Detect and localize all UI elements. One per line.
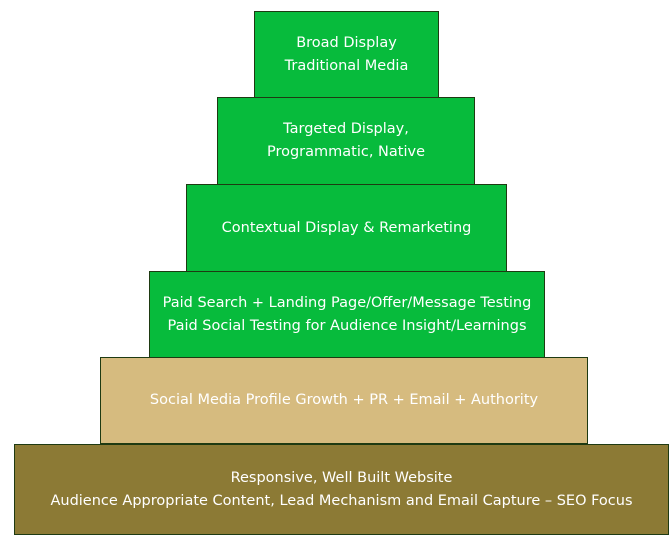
pyramid-tier-social-media-growth: Social Media Profile Growth + PR + Email… [100,357,588,444]
tier-label-line: Contextual Display & Remarketing [221,219,472,236]
tier-label-line: Programmatic, Native [266,144,426,160]
pyramid-tier-broad-display: Broad Display Traditional Media [254,11,439,98]
pyramid-tier-paid-search-social: Paid Search + Landing Page/Offer/Message… [149,271,545,358]
tier-label-line: Responsive, Well Built Website [230,469,453,486]
tier-label-line: Paid Social Testing for Audience Insight… [167,317,527,334]
pyramid-tier-targeted-display: Targeted Display, Programmatic, Native [217,97,475,185]
tier-label-line: Audience Appropriate Content, Lead Mecha… [50,492,633,509]
tier-label-line: Social Media Profile Growth + PR + Email… [149,392,539,408]
pyramid-tier-website-foundation: Responsive, Well Built Website Audience … [14,444,669,535]
tier-label-line: Broad Display [296,34,397,51]
tier-label-line: Traditional Media [284,57,409,74]
tier-label-line: Paid Search + Landing Page/Offer/Message… [162,294,532,311]
pyramid-tier-contextual-display: Contextual Display & Remarketing [186,184,507,272]
tier-label-line: Targeted Display, [283,121,409,137]
